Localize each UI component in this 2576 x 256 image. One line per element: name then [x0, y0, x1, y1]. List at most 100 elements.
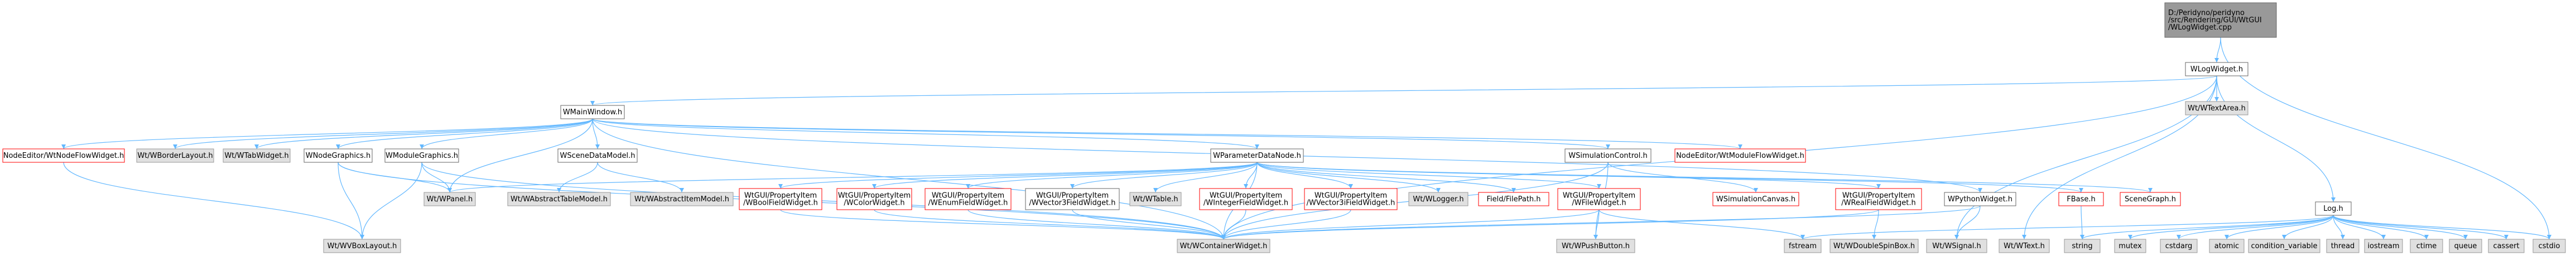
edge-arrowhead	[2080, 235, 2084, 239]
node-wbool[interactable]: WtGUI/PropertyItem/WBoolFieldWidget.h	[739, 188, 822, 210]
node-label: D:/Peridyno/peridyno	[2168, 9, 2245, 17]
node-condition_variable[interactable]: condition_variable	[2248, 239, 2320, 253]
node-label: Wt/WTable.h	[1133, 195, 1178, 204]
node-wpython[interactable]: WPythonWidget.h	[1944, 192, 2016, 206]
node-box	[836, 188, 912, 210]
edge-wparameterdatanode-to-wbool	[780, 162, 1258, 189]
node-label: /WRealFieldWidget.h	[1841, 199, 1915, 207]
node-wdoublespinbox[interactable]: Wt/WDoubleSpinBox.h	[1829, 239, 1919, 253]
node-fstream[interactable]: fstream	[1784, 239, 1822, 253]
node-label: Wt/WTextArea.h	[2188, 104, 2246, 113]
edge-arrowhead	[1800, 235, 1805, 239]
edge-arrowhead	[1244, 184, 1248, 189]
node-cstdarg[interactable]: cstdarg	[2160, 239, 2198, 253]
node-wfile[interactable]: WtGUI/PropertyItem/WFileWidget.h	[1557, 188, 1641, 210]
edge-wpython-to-wcontainerwidget	[1223, 205, 1981, 240]
node-box	[2120, 192, 2181, 206]
node-box	[1835, 188, 1922, 210]
node-box	[507, 192, 611, 206]
node-string[interactable]: string	[2064, 239, 2101, 253]
node-thread[interactable]: thread	[2326, 239, 2360, 253]
node-atomic[interactable]: atomic	[2209, 239, 2245, 253]
edge-logh-to-cassert	[2333, 215, 2507, 240]
node-winteger[interactable]: WtGUI/PropertyItem/WIntegerFieldWidget.h	[1199, 188, 1293, 210]
node-fieldfilepath[interactable]: Field/FilePath.h	[1478, 192, 1549, 206]
node-nodeeditor_flow[interactable]: NodeEditor/WtNodeFlowWidget.h	[2, 148, 125, 163]
node-wreal[interactable]: WtGUI/PropertyItem/WRealFieldWidget.h	[1835, 188, 1922, 210]
edge-arrowhead	[1978, 188, 1982, 192]
node-box	[2315, 201, 2352, 216]
node-mutex[interactable]: mutex	[2114, 239, 2146, 253]
node-label: NodeEditor/WtModuleFlowWidget.h	[1676, 152, 1804, 160]
edge-wfile-to-fstream	[1598, 209, 1803, 240]
node-nodeeditor_module[interactable]: NodeEditor/WtModuleFlowWidget.h	[1674, 148, 1806, 163]
node-wsimulationcanvas[interactable]: WSimulationCanvas.h	[1712, 192, 1799, 206]
edge-wmainwindow-to-wtabwidget	[256, 118, 593, 149]
edge-wmainwindow-to-wsimulationcontrol	[592, 118, 1609, 149]
edge-logh-to-mutex	[2130, 215, 2334, 240]
node-logh[interactable]: Log.h	[2315, 201, 2352, 216]
node-wtext[interactable]: Wt/WText.h	[1999, 239, 2050, 253]
node-wabstractitemmodel[interactable]: Wt/WAbstractItemModel.h	[630, 192, 734, 206]
edge-wlogwidget-to-wmainwindow	[592, 75, 2217, 106]
node-box	[925, 188, 1012, 210]
node-wtextarea[interactable]: Wt/WTextArea.h	[2185, 101, 2248, 115]
edge-wmainwindow-to-wborderlayout	[175, 118, 593, 149]
node-wvboxlayout[interactable]: Wt/WVBoxLayout.h	[323, 239, 401, 253]
node-label: /WLogWidget.cpp	[2168, 23, 2232, 32]
node-scenegraph[interactable]: SceneGraph.h	[2120, 192, 2181, 206]
node-label: WtGUI/PropertyItem	[744, 192, 817, 200]
node-cstdio[interactable]: cstdio	[2532, 239, 2566, 253]
edge-arrowhead	[966, 184, 970, 189]
node-cassert[interactable]: cassert	[2488, 239, 2525, 253]
edge-arrowhead	[1070, 184, 1075, 189]
edge-arrowhead	[2341, 235, 2345, 239]
edge-logh-to-condition_variable	[2284, 215, 2334, 240]
node-label: Wt/WContainerWidget.h	[1180, 242, 1268, 250]
node-label: WLogWidget.h	[2190, 65, 2243, 74]
node-wtabwidget[interactable]: Wt/WTabWidget.h	[223, 148, 291, 163]
edge-wparameterdatanode-to-wlogger	[1256, 162, 1439, 193]
edge-wmainwindow-to-wparameterdatanode	[592, 118, 1258, 149]
node-label: string	[2072, 242, 2092, 250]
node-box	[2, 148, 125, 163]
node-wmainwindow[interactable]: WMainWindow.h	[560, 105, 625, 119]
edge-arrowhead	[2547, 235, 2551, 239]
node-box	[560, 105, 625, 119]
edge-wmainwindow-to-wscenedatamodel	[592, 118, 598, 149]
node-queue[interactable]: queue	[2449, 239, 2482, 253]
node-wnodegraphics[interactable]: WNodeGraphics.h	[304, 148, 373, 163]
node-wsignal[interactable]: Wt/WSignal.h	[1926, 239, 1987, 253]
node-wcontainerwidget[interactable]: Wt/WContainerWidget.h	[1177, 239, 1270, 253]
node-wtable[interactable]: Wt/WTable.h	[1129, 192, 1182, 206]
node-wlogwidget[interactable]: WLogWidget.h	[2185, 62, 2248, 76]
node-label: /src/Rendering/GUI/WtGUI	[2168, 16, 2262, 25]
node-wcolor[interactable]: WtGUI/PropertyItem/WColorWidget.h	[836, 188, 912, 210]
node-wenum[interactable]: WtGUI/PropertyItem/WEnumFieldWidget.h	[925, 188, 1012, 210]
node-box	[1210, 148, 1304, 163]
node-iostream[interactable]: iostream	[2364, 239, 2403, 253]
node-wborderlayout[interactable]: Wt/WBorderLayout.h	[136, 148, 214, 163]
node-wvector3[interactable]: WtGUI/PropertyItem/WVector3FieldWidget.h	[1025, 188, 1120, 210]
node-ctime[interactable]: ctime	[2410, 239, 2443, 253]
node-wabstracttablemodel[interactable]: Wt/WAbstractTableModel.h	[507, 192, 611, 206]
edge-arrowhead	[1876, 184, 1881, 189]
edge-logh-to-string	[2082, 215, 2334, 240]
edge-arrowhead	[173, 144, 177, 149]
node-wvector3i[interactable]: WtGUI/PropertyItem/WVector3iFieldWidget.…	[1304, 188, 1398, 210]
node-box	[223, 148, 291, 163]
node-wsimulationcontrol[interactable]: WSimulationControl.h	[1564, 148, 1651, 163]
edge-arrowhead	[2463, 235, 2468, 239]
node-root[interactable]: D:/Peridyno/peridyno/src/Rendering/GUI/W…	[2164, 2, 2277, 38]
node-wpushbutton[interactable]: Wt/WPushButton.h	[1556, 239, 1635, 253]
edge-arrowhead	[447, 188, 452, 192]
node-wparameterdatanode[interactable]: WParameterDataNode.h	[1210, 148, 1304, 163]
edge-arrowhead	[1593, 235, 1598, 239]
node-box	[2449, 239, 2482, 253]
node-wpanel[interactable]: Wt/WPanel.h	[423, 192, 476, 206]
node-wscenedatamodel[interactable]: WSceneDataModel.h	[557, 148, 638, 163]
node-wlogger[interactable]: Wt/WLogger.h	[1408, 192, 1468, 206]
node-label: WtGUI/PropertyItem	[932, 192, 1004, 200]
node-wmodulegraphics[interactable]: WModuleGraphics.h	[384, 148, 459, 163]
node-fbase[interactable]: FBase.h	[2058, 192, 2104, 206]
